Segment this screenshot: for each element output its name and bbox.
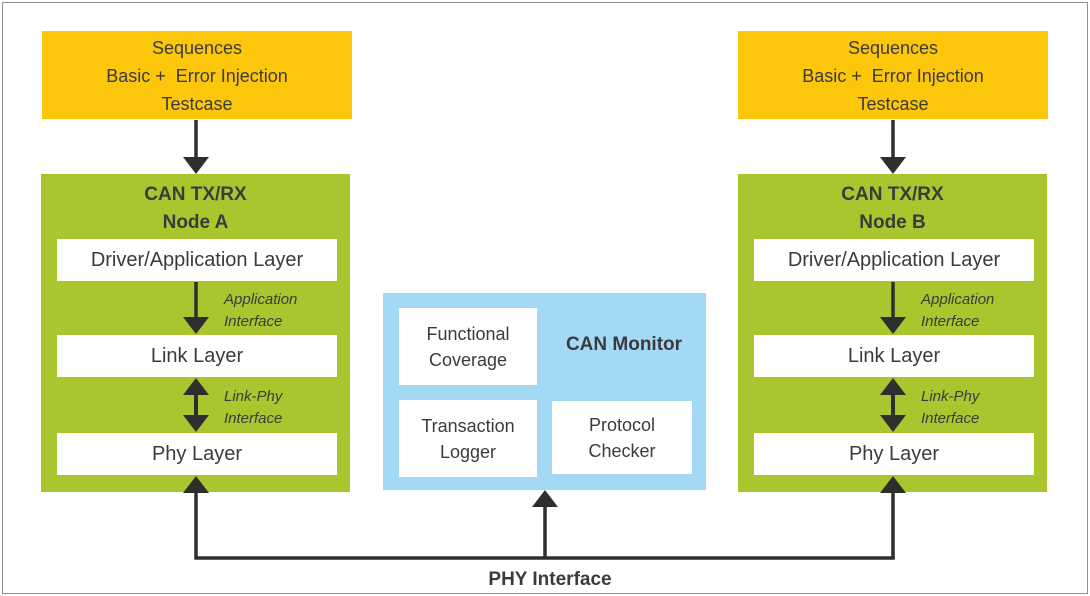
node-b-application-interface-line2: Interface xyxy=(921,313,980,330)
sequences-b-line1: Sequences xyxy=(847,38,939,58)
node-b-link-phy-interface-line1: Link-Phy xyxy=(921,388,980,405)
arrow-sequences-to-node-a xyxy=(183,120,209,174)
protocol-checker-line2: Checker xyxy=(588,440,656,461)
functional-coverage-line1: Functional xyxy=(426,323,510,344)
node-b-phy-layer: Phy Layer xyxy=(754,433,1034,475)
node-b-title: CAN TX/RX Node B xyxy=(738,181,1047,237)
node-a-title-line1: CAN TX/RX xyxy=(144,184,247,205)
sequences-a-line2: Basic + Error Injection xyxy=(106,66,288,86)
sequences-a-line1: Sequences xyxy=(151,38,243,58)
node-a-link-phy-interface-label: Link-Phy Interface xyxy=(224,386,282,430)
functional-coverage-line2: Coverage xyxy=(428,349,508,370)
protocol-checker-line1: Protocol xyxy=(588,414,656,435)
transaction-logger-box: Transaction Logger xyxy=(399,400,537,477)
transaction-logger-line1: Transaction xyxy=(421,415,515,436)
node-b-application-interface-line1: Application xyxy=(921,291,995,308)
node-b-title-line1: CAN TX/RX xyxy=(841,184,944,205)
node-a-title-line2: Node A xyxy=(162,212,229,233)
node-a-link-phy-interface-line1: Link-Phy xyxy=(224,388,283,405)
can-monitor-title: CAN Monitor xyxy=(565,334,683,355)
node-b-application-interface-label: Application Interface xyxy=(921,289,994,333)
sequences-a-line3: Testcase xyxy=(161,94,233,114)
sequences-b-line2: Basic + Error Injection xyxy=(802,66,984,86)
node-a-title: CAN TX/RX Node A xyxy=(41,181,350,237)
protocol-checker-box: Protocol Checker xyxy=(552,401,692,474)
sequences-box-b: Sequences Basic + Error Injection Testca… xyxy=(738,31,1048,119)
phy-interface-label: PHY Interface xyxy=(488,569,612,590)
node-b-link-phy-interface-label: Link-Phy Interface xyxy=(921,386,979,430)
arrow-sequences-to-node-b xyxy=(880,120,906,174)
node-a-application-interface-label: Application Interface xyxy=(224,289,297,333)
node-b-link-phy-interface-line2: Interface xyxy=(921,410,980,427)
node-a-driver-application-layer: Driver/Application Layer xyxy=(57,239,337,281)
transaction-logger-line2: Logger xyxy=(439,441,497,462)
can-node-b-box: CAN TX/RX Node B Driver/Application Laye… xyxy=(738,174,1047,492)
node-b-driver-application-layer: Driver/Application Layer xyxy=(754,239,1034,281)
node-a-link-layer: Link Layer xyxy=(57,335,337,377)
node-b-title-line2: Node B xyxy=(859,212,926,233)
node-a-phy-layer: Phy Layer xyxy=(57,433,337,475)
node-a-link-phy-interface-line2: Interface xyxy=(224,410,283,427)
node-b-link-layer: Link Layer xyxy=(754,335,1034,377)
can-monitor-box: CAN Monitor Functional Coverage Transact… xyxy=(383,293,706,490)
node-a-application-interface-line2: Interface xyxy=(224,313,283,330)
sequences-box-a: Sequences Basic + Error Injection Testca… xyxy=(42,31,352,119)
node-a-application-interface-line1: Application xyxy=(224,291,298,308)
sequences-b-line3: Testcase xyxy=(857,94,929,114)
can-node-a-box: CAN TX/RX Node A Driver/Application Laye… xyxy=(41,174,350,492)
functional-coverage-box: Functional Coverage xyxy=(399,308,537,385)
